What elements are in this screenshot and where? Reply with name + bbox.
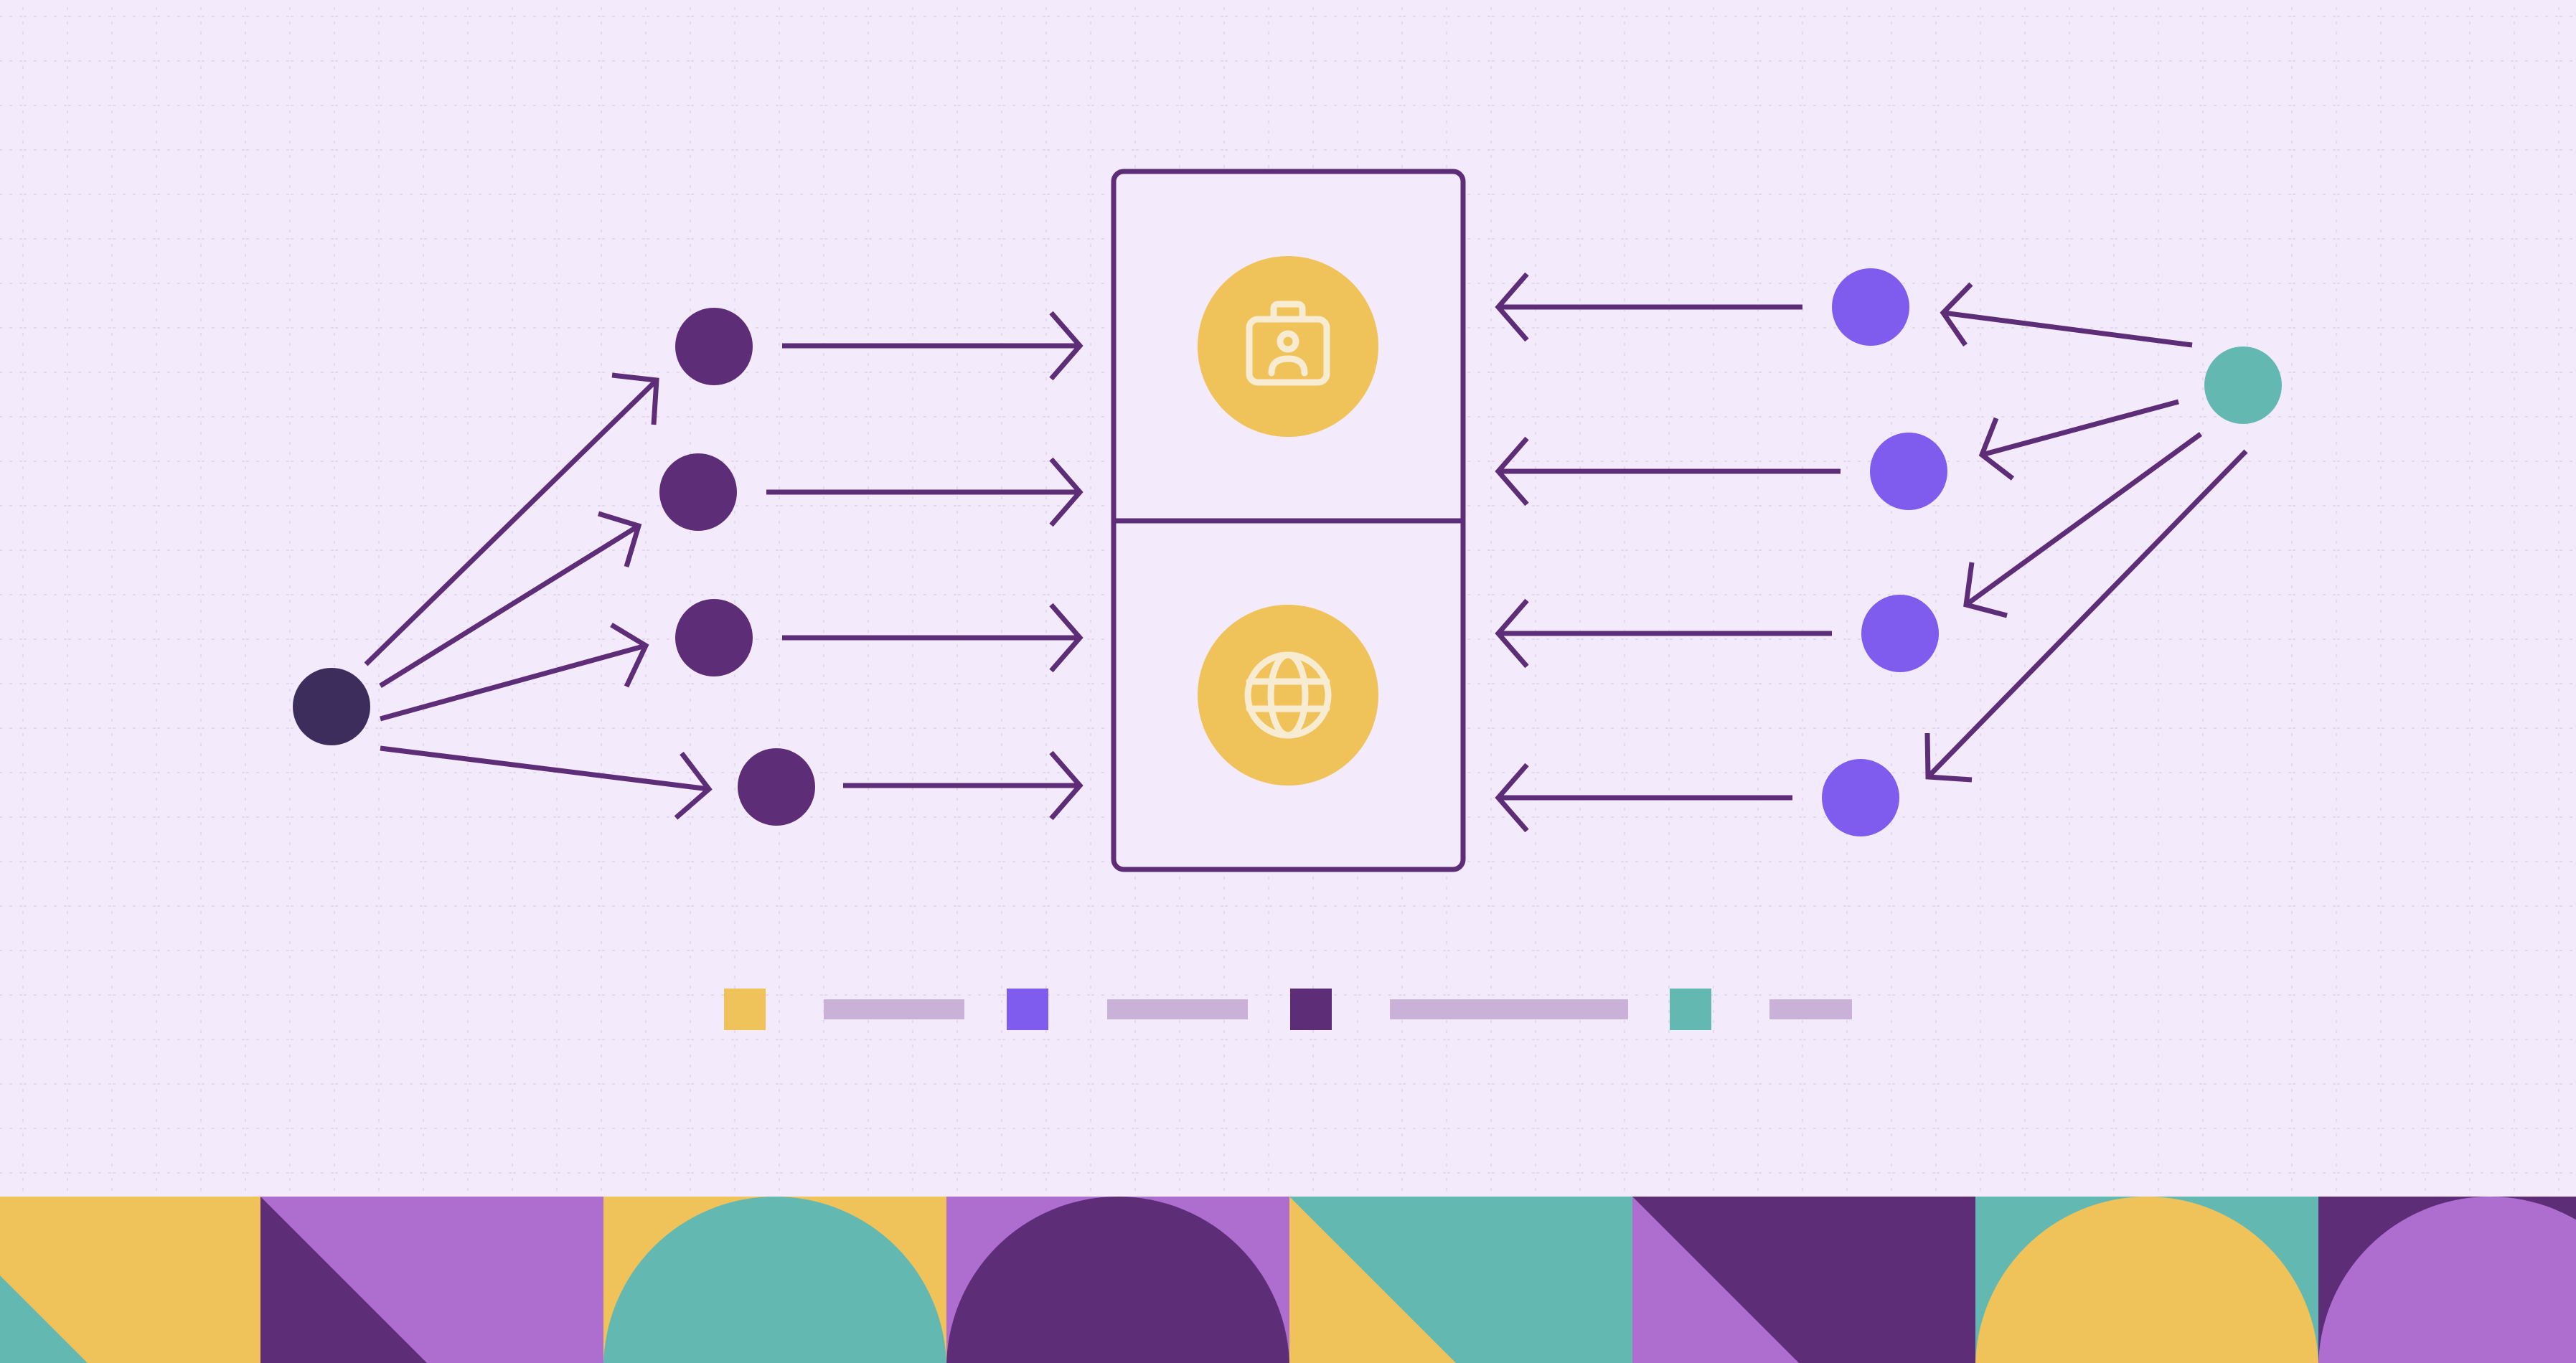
legend [724,989,1852,1030]
arrow-hub-to-right-node-3 [1963,432,2203,618]
right-node-1 [1832,268,1909,346]
arrow-right-node-3-to-panel [1495,598,1832,669]
footer-tile-4 [946,1197,1289,1363]
footer-tile-8 [2318,1197,2576,1363]
legend-swatch-purple [1007,989,1048,1030]
left-node-4 [738,748,815,826]
footer-tile-3 [603,1197,946,1363]
arrow-source-to-node-4 [380,745,713,820]
arrow-node-1-to-panel [782,311,1083,381]
arrow-hub-to-right-node-1 [1940,282,2193,348]
legend-swatch-teal [1670,989,1711,1030]
right-node-3 [1861,595,1939,672]
right-node-2 [1870,433,1947,510]
legend-label-bar-1 [824,999,964,1019]
footer-pattern [0,1197,2576,1363]
legend-label-bar-2 [1107,999,1248,1019]
center-panel [1111,169,1466,872]
footer-tile-7 [1975,1197,2318,1363]
arrow-node-3-to-panel [782,603,1083,673]
bottom-panel [1198,605,1378,786]
arrow-node-4-to-panel [843,750,1083,821]
legend-label-bar-3 [1390,999,1628,1019]
footer-tile-5 [1289,1197,1632,1363]
arrow-right-node-1-to-panel [1495,272,1802,342]
footer-tile-2 [260,1197,603,1363]
left-node-2 [659,453,737,531]
source-node [293,668,370,745]
arrow-right-node-4-to-panel [1495,763,1792,833]
legend-swatch-plum [1290,989,1332,1030]
legend-swatch-yellow [724,989,766,1030]
right-fan-arrows [1495,272,2248,833]
arrow-source-to-node-1 [364,372,659,666]
bottom-panel-icon-circle [1198,605,1378,786]
arrow-hub-to-right-node-4 [1924,449,2248,783]
id-badge-briefcase-icon [1246,301,1330,386]
top-panel [1198,256,1378,437]
arrow-hub-to-right-node-2 [1978,399,2179,481]
arrow-source-to-node-2 [379,511,642,688]
arrow-source-to-node-3 [380,623,649,722]
hub-node [2204,346,2282,424]
left-node-1 [675,308,753,385]
right-node-4 [1822,759,1899,836]
footer-tile-6 [1632,1197,1975,1363]
footer-tile-1 [0,1197,260,1363]
arrow-right-node-2-to-panel [1495,436,1841,506]
left-fan-arrows [364,311,1083,821]
left-node-3 [675,599,753,676]
arrow-node-2-to-panel [766,457,1083,527]
legend-label-bar-4 [1769,999,1852,1019]
globe-icon [1244,651,1332,739]
